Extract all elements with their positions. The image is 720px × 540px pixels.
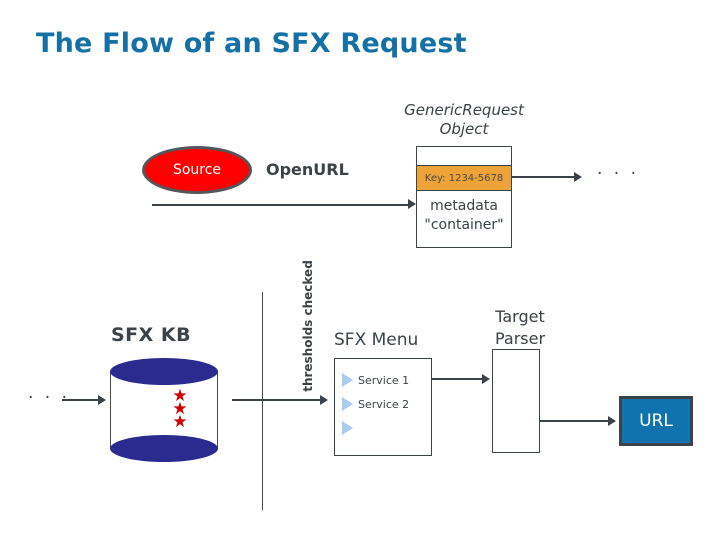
star-icon: ★ xyxy=(172,412,188,432)
service-label: Service 2 xyxy=(358,397,410,411)
source-node[interactable]: Source xyxy=(142,146,252,194)
service-label: Service 1 xyxy=(358,373,410,387)
generic-request-caption-line2: Object xyxy=(439,120,489,138)
sfx-kb-label: SFX KB xyxy=(111,324,192,346)
triangle-bullet-icon xyxy=(342,421,353,435)
triangle-bullet-icon xyxy=(342,397,353,411)
connector-sfxkb-to-menu-line xyxy=(232,399,322,401)
star-icon: ★ xyxy=(172,399,188,419)
sfx-kb-database-cylinder[interactable]: ★ ★ ★ xyxy=(110,358,218,462)
connector-menu-to-parser-arrowhead xyxy=(482,374,490,384)
ellipsis-right-top: · · · xyxy=(597,164,640,184)
metadata-container-label: metadata "container" xyxy=(417,197,511,235)
connector-menu-to-parser-line xyxy=(432,378,484,380)
thresholds-divider-line xyxy=(262,292,263,510)
list-item[interactable]: Service 1 xyxy=(342,368,431,392)
connector-parser-to-url-line xyxy=(540,420,610,422)
source-node-label: Source xyxy=(172,162,222,178)
triangle-bullet-icon xyxy=(342,373,353,387)
connector-in-to-sfxkb-line xyxy=(62,399,100,401)
target-parser-caption: Target Parser xyxy=(488,306,552,350)
sfx-menu-label: SFX Menu xyxy=(334,330,419,350)
connector-parser-to-url-arrowhead xyxy=(608,416,616,426)
thresholds-checked-label: thresholds checked xyxy=(301,260,315,392)
generic-request-caption: GenericRequest Object xyxy=(384,101,544,139)
connector-request-to-next-arrowhead xyxy=(574,172,582,182)
url-result-box[interactable]: URL xyxy=(619,396,693,446)
list-item[interactable] xyxy=(342,416,431,440)
openurl-label: OpenURL xyxy=(266,160,349,179)
cylinder-top-ellipse xyxy=(110,358,218,385)
generic-request-caption-line1: GenericRequest xyxy=(404,101,524,119)
metadata-label-line1: metadata xyxy=(430,198,498,214)
connector-source-to-request-arrowhead xyxy=(408,199,416,209)
target-parser-caption-line1: Target xyxy=(495,307,545,326)
url-label: URL xyxy=(639,411,673,431)
page-title: The Flow of an SFX Request xyxy=(36,28,467,59)
connector-source-to-request-line xyxy=(152,204,410,206)
list-item[interactable]: Service 2 xyxy=(342,392,431,416)
target-parser-caption-line2: Parser xyxy=(494,329,546,348)
metadata-label-line2: "container" xyxy=(424,217,504,233)
cylinder-bottom-ellipse xyxy=(110,435,218,462)
connector-request-to-next-line xyxy=(512,176,576,178)
connector-sfxkb-to-menu-arrowhead xyxy=(320,395,328,405)
target-parser-box[interactable] xyxy=(492,349,540,453)
request-key-label: Key: 1234-5678 xyxy=(424,172,504,184)
request-key-band[interactable]: Key: 1234-5678 xyxy=(417,165,511,191)
cylinder-stars-group: ★ ★ ★ xyxy=(168,386,192,432)
connector-in-to-sfxkb-arrowhead xyxy=(98,395,106,405)
sfx-menu-box[interactable]: Service 1 Service 2 xyxy=(334,358,432,456)
star-icon: ★ xyxy=(172,386,188,406)
generic-request-object-box[interactable]: Key: 1234-5678 metadata "container" xyxy=(416,146,512,248)
ellipsis-left-bottom: · · · xyxy=(28,388,71,408)
